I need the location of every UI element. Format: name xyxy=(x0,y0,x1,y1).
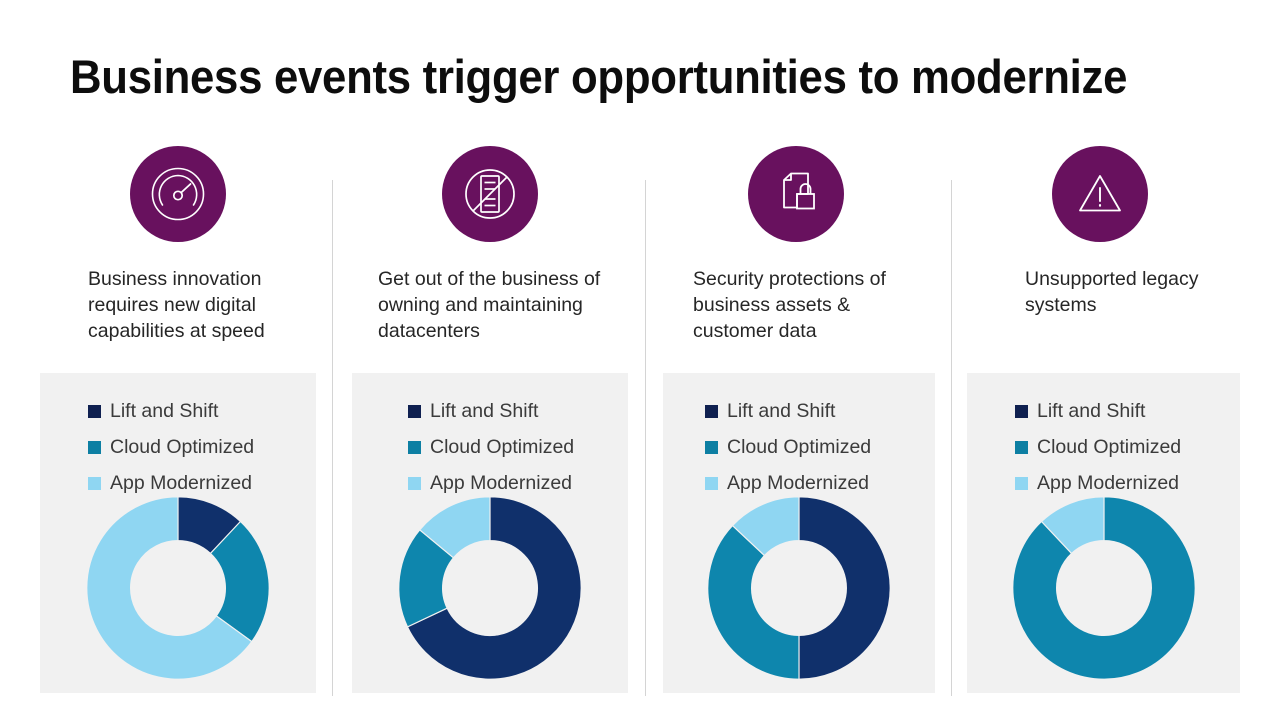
speedometer-icon xyxy=(130,146,226,242)
legend-item-app-modernized: App Modernized xyxy=(705,465,871,501)
legend-swatch-lift-and-shift xyxy=(408,404,421,418)
column-caption: Business innovation requires new digital… xyxy=(88,268,265,342)
column-security-protections: Security protections of business assets … xyxy=(663,140,939,700)
donut-chart-container xyxy=(663,493,935,683)
donut-chart-container xyxy=(352,493,628,683)
no-datacenter-icon xyxy=(442,146,538,242)
donut-slice xyxy=(731,496,800,557)
legend-label: App Modernized xyxy=(110,472,253,494)
legend-swatch-cloud-optimized xyxy=(408,440,421,454)
column-divider xyxy=(332,180,333,696)
legend-swatch-app-modernized xyxy=(408,476,421,490)
legend-swatch-lift-and-shift xyxy=(88,404,101,418)
legend-item-app-modernized: App Modernized xyxy=(408,465,574,501)
column-business-innovation: Business innovation requires new digital… xyxy=(40,140,316,700)
document-lock-icon xyxy=(748,146,844,242)
donut-slice xyxy=(1011,496,1196,680)
legend-label: Lift and Shift xyxy=(110,400,219,422)
legend-swatch-cloud-optimized xyxy=(88,440,101,454)
legend-label: Cloud Optimized xyxy=(1037,436,1182,458)
legend-label: App Modernized xyxy=(430,472,573,494)
legend-item-cloud-optimized: Cloud Optimized xyxy=(88,429,254,465)
column-caption: Unsupported legacy systems xyxy=(1025,268,1199,316)
chart-legend: Lift and Shift Cloud Optimized App Moder… xyxy=(1015,393,1181,501)
chart-panel: Lift and Shift Cloud Optimized App Moder… xyxy=(40,373,316,693)
donut-slice xyxy=(707,524,800,680)
donut-slice xyxy=(406,496,582,680)
chart-legend: Lift and Shift Cloud Optimized App Moder… xyxy=(88,393,254,501)
legend-item-cloud-optimized: Cloud Optimized xyxy=(408,429,574,465)
legend-item-lift-and-shift: Lift and Shift xyxy=(705,393,871,429)
column-caption: Get out of the business of owning and ma… xyxy=(378,268,601,342)
page-title: Business events trigger opportunities to… xyxy=(70,50,1128,103)
column-divider xyxy=(951,180,952,696)
legend-swatch-app-modernized xyxy=(88,476,101,490)
legend-item-app-modernized: App Modernized xyxy=(1015,465,1181,501)
donut-chart xyxy=(398,496,582,680)
donut-slice xyxy=(418,496,491,559)
legend-label: Cloud Optimized xyxy=(110,436,255,458)
legend-swatch-cloud-optimized xyxy=(705,440,718,454)
legend-swatch-cloud-optimized xyxy=(1015,440,1028,454)
legend-item-cloud-optimized: Cloud Optimized xyxy=(1015,429,1181,465)
legend-label: Lift and Shift xyxy=(1037,400,1146,422)
donut-slice xyxy=(798,496,891,680)
legend-label: Cloud Optimized xyxy=(727,436,872,458)
legend-item-lift-and-shift: Lift and Shift xyxy=(408,393,574,429)
legend-item-app-modernized: App Modernized xyxy=(88,465,254,501)
legend-label: Lift and Shift xyxy=(727,400,836,422)
donut-slice xyxy=(86,496,253,680)
donut-chart xyxy=(86,496,270,680)
legend-item-lift-and-shift: Lift and Shift xyxy=(1015,393,1181,429)
legend-label: Lift and Shift xyxy=(430,400,539,422)
chart-legend: Lift and Shift Cloud Optimized App Moder… xyxy=(408,393,574,501)
chart-panel: Lift and Shift Cloud Optimized App Moder… xyxy=(663,373,935,693)
donut-chart-container xyxy=(40,493,316,683)
chart-panel: Lift and Shift Cloud Optimized App Moder… xyxy=(352,373,628,693)
legend-swatch-app-modernized xyxy=(705,476,718,490)
donut-chart xyxy=(1011,496,1196,680)
column-group: Business innovation requires new digital… xyxy=(0,140,1280,710)
donut-chart xyxy=(707,496,891,680)
legend-swatch-app-modernized xyxy=(1015,476,1028,490)
legend-item-lift-and-shift: Lift and Shift xyxy=(88,393,254,429)
column-legacy-systems: Unsupported legacy systems Lift and Shif… xyxy=(967,140,1243,700)
donut-chart-container xyxy=(967,493,1240,683)
legend-label: Cloud Optimized xyxy=(430,436,575,458)
legend-label: App Modernized xyxy=(727,472,870,494)
legend-swatch-lift-and-shift xyxy=(705,404,718,418)
column-divider xyxy=(645,180,646,696)
donut-slice xyxy=(1040,496,1105,555)
legend-label: App Modernized xyxy=(1037,472,1180,494)
legend-item-cloud-optimized: Cloud Optimized xyxy=(705,429,871,465)
legend-swatch-lift-and-shift xyxy=(1015,404,1028,418)
column-exit-datacenters: Get out of the business of owning and ma… xyxy=(352,140,628,700)
chart-panel: Lift and Shift Cloud Optimized App Moder… xyxy=(967,373,1240,693)
chart-legend: Lift and Shift Cloud Optimized App Moder… xyxy=(705,393,871,501)
warning-triangle-icon xyxy=(1052,146,1148,242)
column-caption: Security protections of business assets … xyxy=(693,268,886,342)
donut-slice xyxy=(209,520,270,643)
